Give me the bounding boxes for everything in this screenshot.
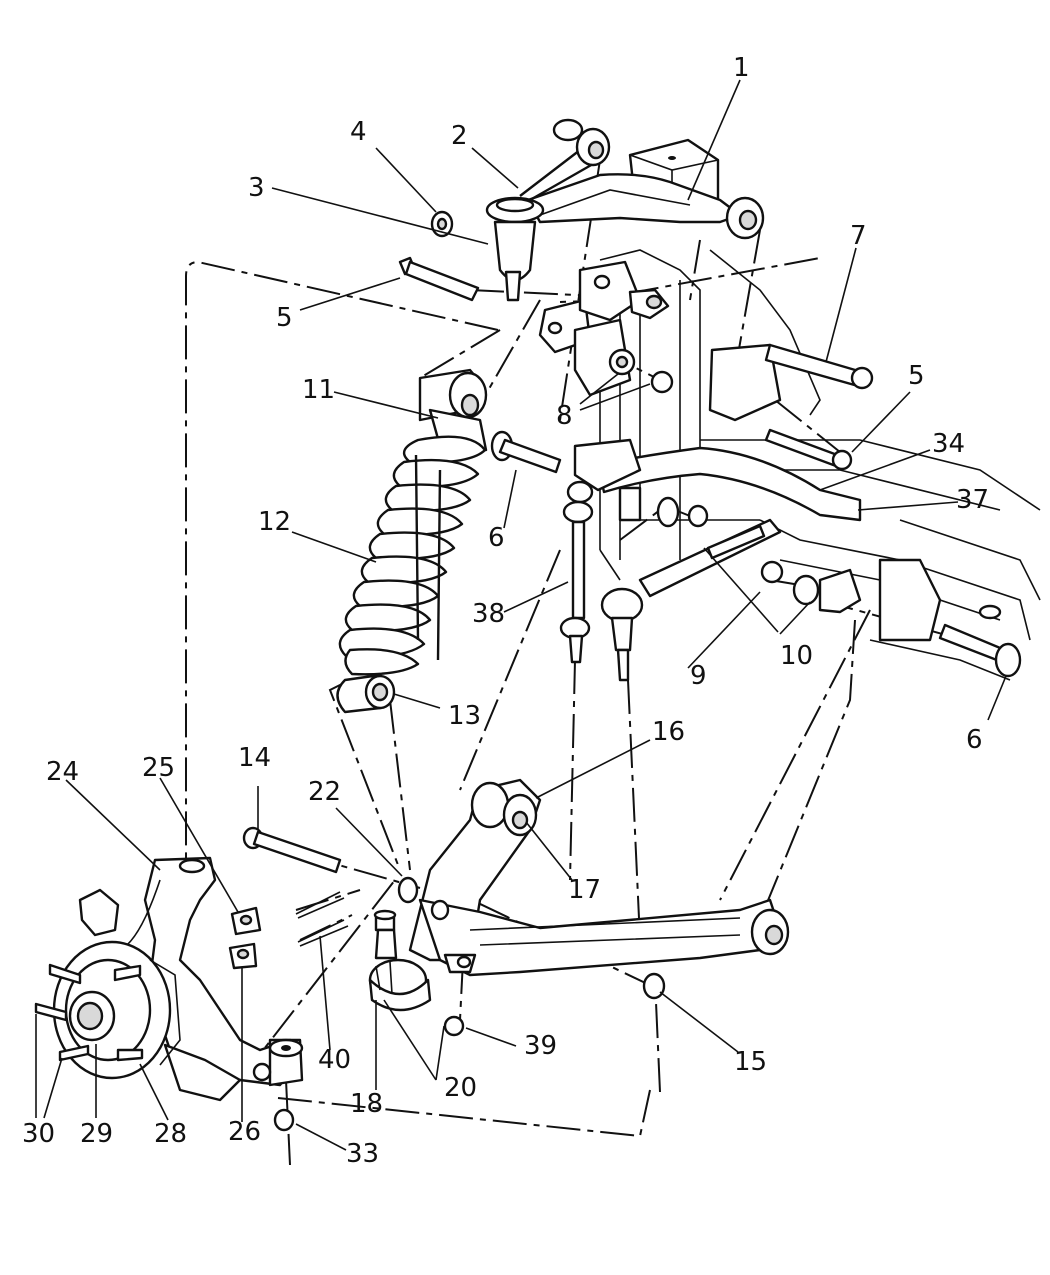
callout-12: 12 — [258, 507, 291, 537]
callout-38: 38 — [472, 599, 505, 629]
callout-26: 26 — [228, 1117, 261, 1147]
fasteners-top — [242, 210, 1022, 874]
callout-34: 34 — [932, 429, 965, 459]
callout-30: 30 — [22, 1119, 55, 1149]
callout-3: 3 — [248, 173, 265, 203]
sway-bar-link — [559, 480, 594, 664]
callout-28: 28 — [154, 1119, 187, 1149]
lower-control-arm — [368, 778, 790, 1012]
callout-labels: 1 2 3 4 5 5 6 6 7 8 9 10 11 12 13 14 15 … — [22, 53, 989, 1169]
callout-2: 2 — [451, 121, 468, 151]
sway-bar — [573, 438, 862, 528]
callout-8: 8 — [556, 401, 573, 431]
hub-rotor — [34, 940, 181, 1080]
callout-29: 29 — [80, 1119, 113, 1149]
callout-24: 24 — [46, 757, 79, 787]
callout-11: 11 — [302, 375, 335, 405]
callout-17: 17 — [568, 875, 601, 905]
callout-9: 9 — [690, 661, 707, 691]
callout-14: 14 — [238, 743, 271, 773]
callout-20: 20 — [444, 1073, 477, 1103]
tie-rod — [600, 518, 862, 682]
callout-7: 7 — [850, 221, 867, 251]
callout-13: 13 — [448, 701, 481, 731]
callout-6-right: 6 — [966, 725, 983, 755]
callout-10: 10 — [780, 641, 813, 671]
callout-40: 40 — [318, 1045, 351, 1075]
callout-39: 39 — [524, 1031, 557, 1061]
callout-4: 4 — [350, 117, 367, 147]
callout-37: 37 — [956, 485, 989, 515]
callout-6-upper: 6 — [488, 523, 505, 553]
callout-5-left: 5 — [276, 303, 293, 333]
shock-lower-bushing — [336, 673, 396, 714]
callout-22: 22 — [308, 777, 341, 807]
callout-5-right: 5 — [908, 361, 925, 391]
callout-15: 15 — [734, 1047, 767, 1077]
callout-1: 1 — [733, 53, 750, 83]
callout-25: 25 — [142, 753, 175, 783]
callout-16: 16 — [652, 717, 685, 747]
coil-spring — [338, 435, 487, 676]
callout-18: 18 — [350, 1089, 383, 1119]
cotter-pins-nuts — [228, 891, 666, 1132]
callout-33: 33 — [346, 1139, 379, 1169]
leader-lines — [35, 79, 1007, 1151]
upper-control-arm — [485, 118, 765, 302]
